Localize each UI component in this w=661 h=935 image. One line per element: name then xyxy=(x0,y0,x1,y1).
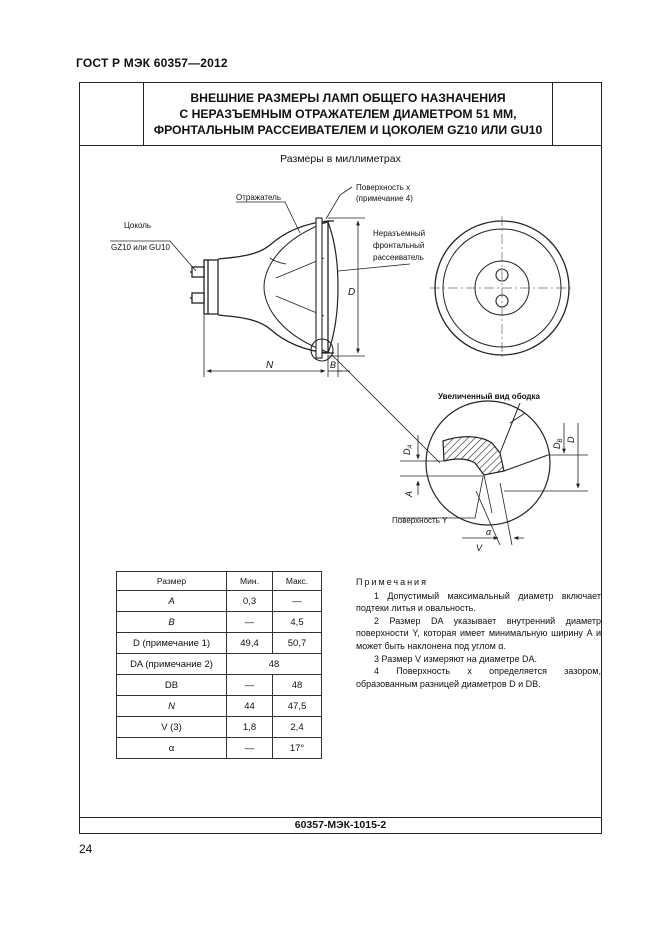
notes-block: Примечания 1 Допустимый максимальный диа… xyxy=(356,576,601,690)
dim-v-label: V xyxy=(476,543,483,553)
enlarged-rim-view xyxy=(425,400,551,526)
sheet-title: ВНЕШНИЕ РАЗМЕРЫ ЛАМП ОБЩЕГО НАЗНАЧЕНИЯ С… xyxy=(144,90,552,138)
surface-x-label: Поверхность x xyxy=(356,183,410,192)
front-pin-upper xyxy=(495,268,509,282)
title-line-2: С НЕРАЗЪЕМНЫМ ОТРАЖАТЕЛЕМ ДИАМЕТРОМ 51 М… xyxy=(179,107,517,121)
surface-y-label: Поверхность Y xyxy=(392,516,448,525)
title-line-1: ВНЕШНИЕ РАЗМЕРЫ ЛАМП ОБЩЕГО НАЗНАЧЕНИЯ xyxy=(190,91,506,105)
diffuser-label-2: фронтальный xyxy=(373,241,424,250)
table-row: V (3) 1,8 2,4 xyxy=(116,716,322,738)
table-row: DA (примечание 2) 48 xyxy=(116,653,322,675)
note-1: 1 Допустимый максимальный диаметр включа… xyxy=(356,590,601,614)
dim-alpha-label: α xyxy=(486,527,492,537)
table-row: D (примечание 1) 49,4 50,7 xyxy=(116,632,322,654)
parameters-table: Размер Мин. Макс. A 0,3 — B — 4,5 D (при… xyxy=(116,571,322,759)
sheet-code: 60357-МЭК-1015-2 xyxy=(294,819,387,831)
dim-b-label: B xyxy=(330,360,336,370)
notes-title: Примечания xyxy=(356,577,428,587)
note-3: 3 Размер V измеряют на диаметре DA. xyxy=(374,653,538,664)
dim-d2-label: D xyxy=(566,436,576,443)
dim-a-label: A xyxy=(404,491,414,498)
page-number: 24 xyxy=(79,842,93,856)
sheet-frame: ВНЕШНИЕ РАЗМЕРЫ ЛАМП ОБЩЕГО НАЗНАЧЕНИЯ С… xyxy=(79,82,602,834)
note4-label: (примечание 4) xyxy=(356,194,413,203)
diffuser-label-3: рассеиватель xyxy=(373,253,424,262)
header-dimension: Размер xyxy=(116,571,227,591)
enlarged-dimensions xyxy=(398,423,588,546)
dim-d-label: D xyxy=(348,287,355,298)
dim-n-label: N xyxy=(266,360,274,371)
base-label-2: GZ10 или GU10 xyxy=(111,243,171,252)
base-pin-lower xyxy=(190,292,205,304)
table-row: A 0,3 — xyxy=(116,590,322,612)
detail-circle xyxy=(310,338,334,362)
leader-lines xyxy=(110,186,441,464)
enlarged-view-label: Увеличенный вид ободка xyxy=(438,392,540,401)
table-row: N 44 47,5 xyxy=(116,695,322,717)
lamp-side-view xyxy=(190,217,339,362)
dimension-d xyxy=(328,217,365,357)
table-row: α — 17° xyxy=(116,737,322,759)
table-row: DB — 48 xyxy=(116,674,322,696)
dim-da-label: DA xyxy=(402,444,414,455)
base-label-1: Цоколь xyxy=(124,221,151,230)
dim-db-label: DB xyxy=(552,438,564,449)
standard-header: ГОСТ Р МЭК 60357—2012 xyxy=(76,56,228,70)
table-row: B — 4,5 xyxy=(116,611,322,633)
title-block: ВНЕШНИЕ РАЗМЕРЫ ЛАМП ОБЩЕГО НАЗНАЧЕНИЯ С… xyxy=(80,83,601,146)
title-line-3: ФРОНТАЛЬНЫМ РАССЕИВАТЕЛЕМ И ЦОКОЛЕМ GZ10… xyxy=(153,123,543,137)
base-pin-upper xyxy=(190,266,205,278)
sheet-code-row: 60357-МЭК-1015-2 xyxy=(80,817,601,834)
lamp-drawing: D N B Поверхность x (примечание 4) Отраж… xyxy=(110,183,588,553)
note-4: 4 Поверхность x определяется зазором, об… xyxy=(356,666,601,689)
header-min: Мин. xyxy=(226,571,273,591)
lamp-front-view xyxy=(430,216,574,360)
diffuser-label-1: Неразъемный xyxy=(373,229,425,238)
header-max: Макс. xyxy=(272,571,322,591)
units-note: Размеры в миллиметрах xyxy=(280,153,401,165)
note-2: 2 Размер DA указывает внутренний диаметр… xyxy=(356,615,601,651)
reflector-label: Отражатель xyxy=(236,193,281,202)
table-header-row: Размер Мин. Макс. xyxy=(116,571,322,591)
